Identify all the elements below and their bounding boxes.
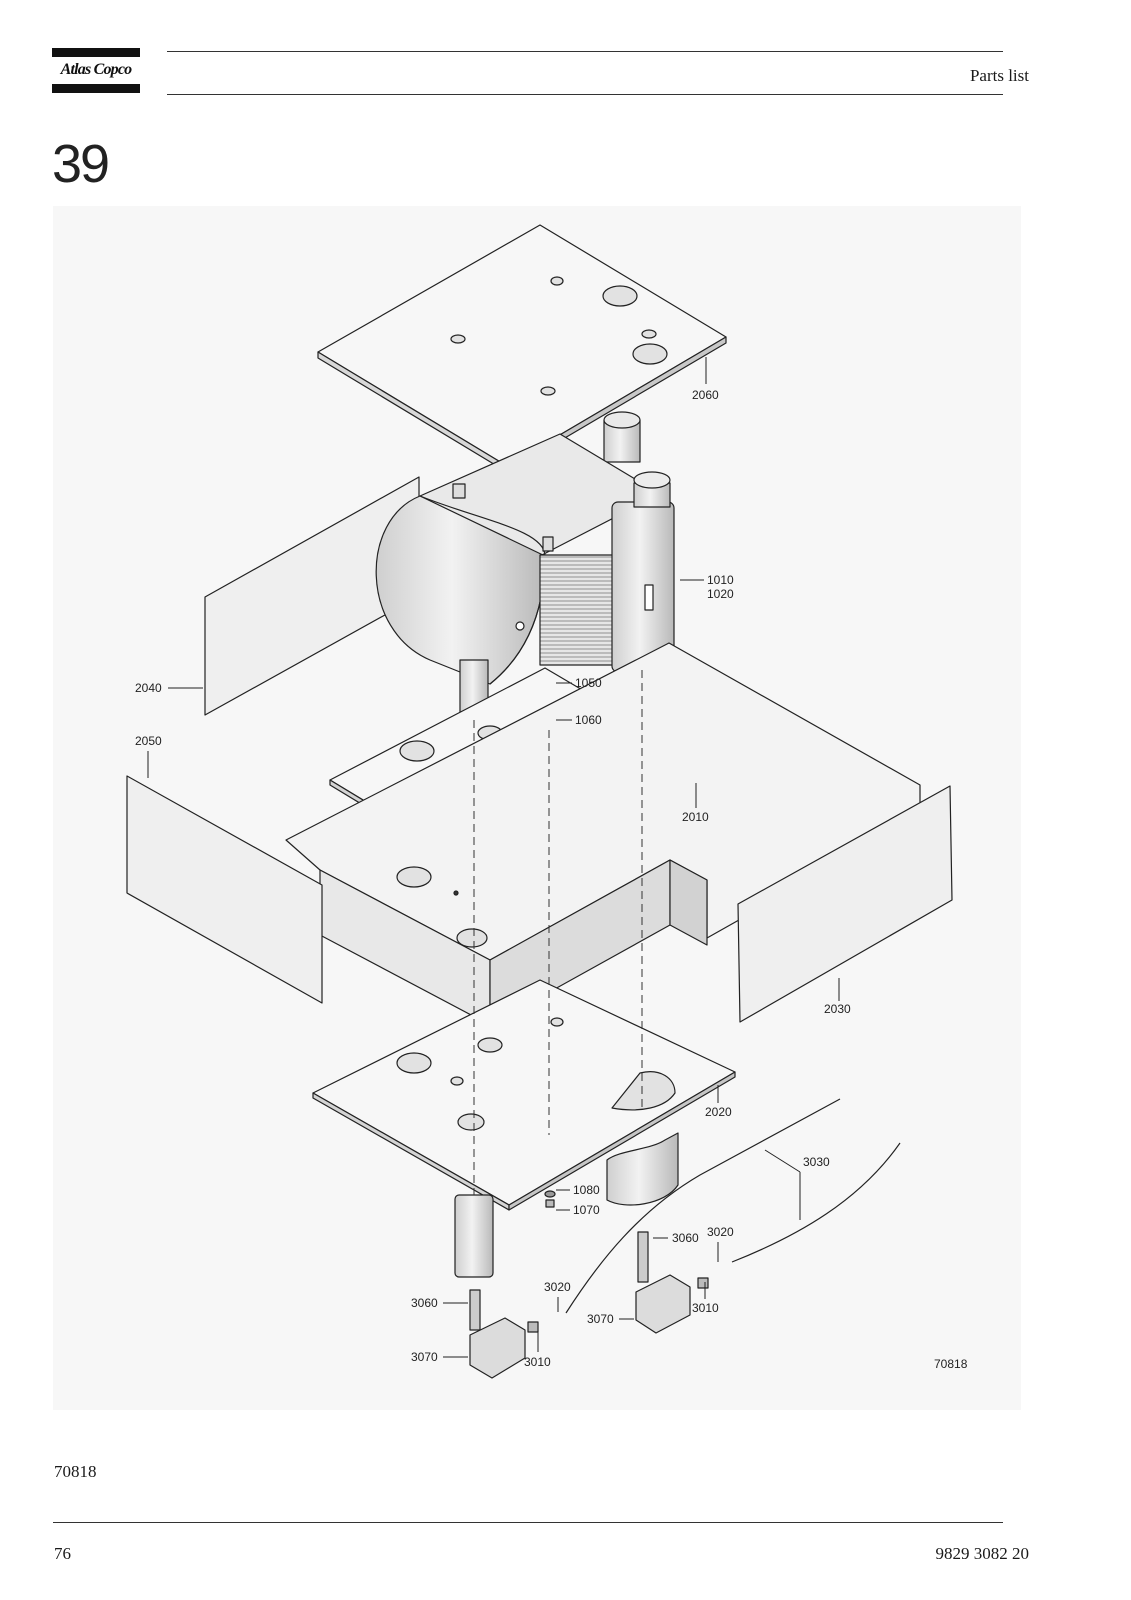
alignment-lines [473, 670, 643, 1195]
callout-3060-left: 3060 [411, 1296, 438, 1310]
callout-3060-right: 3060 [672, 1231, 699, 1245]
tube-3030-a [565, 1098, 841, 1314]
atlas-copco-logo: Atlas Copco [52, 48, 140, 94]
leader-lines [147, 357, 840, 1358]
drain-pipe [454, 1194, 494, 1278]
callout-2040: 2040 [135, 681, 162, 695]
callout-1050: 1050 [575, 676, 602, 690]
washer-1080 [544, 1190, 556, 1198]
callout-2030: 2030 [824, 1002, 851, 1016]
callout-2060: 2060 [692, 388, 719, 402]
header-title: Parts list [969, 66, 1029, 85]
callout-3070-right: 3070 [587, 1312, 614, 1326]
callout-2050: 2050 [135, 734, 162, 748]
page-number: 76 [54, 1544, 71, 1563]
tube-3030-b [731, 1142, 901, 1263]
nut-1070 [545, 1199, 555, 1208]
callout-3010-right: 3010 [692, 1301, 719, 1315]
callout-1020: 1020 [707, 587, 734, 601]
cooler-assembly-1010 [375, 411, 675, 721]
drain-valve-3070-right [635, 1231, 709, 1334]
drain-collector [606, 1132, 679, 1206]
section-number: 39 [52, 134, 110, 194]
document-number: 9829 3082 20 [935, 1544, 1030, 1563]
callout-2010: 2010 [682, 810, 709, 824]
footer-rule [53, 1522, 1003, 1523]
callout-1070: 1070 [573, 1203, 600, 1217]
callout-3020-left: 3020 [544, 1280, 571, 1294]
drawing-id: 70818 [934, 1357, 968, 1371]
side-panel-2030 [737, 785, 953, 1023]
header-rule-bottom [167, 94, 1003, 95]
callout-3030: 3030 [803, 1155, 830, 1169]
bottom-plate-2020 [312, 979, 736, 1211]
logo-bar-bottom [52, 84, 140, 93]
callout-3020-right: 3020 [707, 1225, 734, 1239]
callout-3010-left: 3010 [524, 1355, 551, 1369]
logo-bar-top [52, 48, 140, 57]
side-panel-2050 [126, 775, 323, 1004]
header-rule-top [167, 51, 1003, 52]
logo-wordmark: Atlas Copco [60, 61, 133, 78]
callout-1080: 1080 [573, 1183, 600, 1197]
figure-reference: 70818 [54, 1462, 97, 1481]
callout-1060: 1060 [575, 713, 602, 727]
drain-valve-3070-left [469, 1289, 539, 1379]
callout-1010: 1010 [707, 573, 734, 587]
exploded-parts-drawing: 2060 1010 1020 2040 1050 1060 2050 2010 … [53, 206, 1021, 1410]
callout-3070-left: 3070 [411, 1350, 438, 1364]
callout-2020: 2020 [705, 1105, 732, 1119]
